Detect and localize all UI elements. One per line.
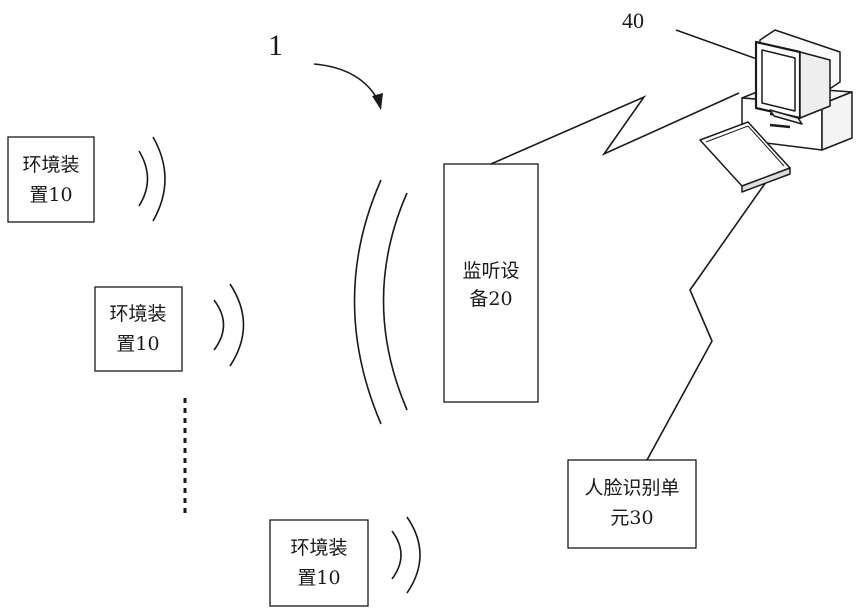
- signal-wave-icon: [230, 284, 244, 366]
- signal-wave-icon: [214, 300, 224, 350]
- computer-icon: [700, 30, 852, 192]
- reception-wave-icon: [384, 193, 408, 410]
- monitor-device: 监听设 备20: [444, 164, 538, 402]
- environment-device-2: 环境装 置10: [95, 284, 244, 371]
- face-recognition-box: [568, 460, 696, 548]
- environment-device-label-line2: 置10: [29, 184, 72, 206]
- face-recognition-label-line1: 人脸识别单: [584, 477, 679, 499]
- environment-device-label-line2: 置10: [116, 333, 159, 355]
- signal-wave-icon: [153, 137, 165, 221]
- system-ref-label: 1: [268, 29, 283, 62]
- face-recognition-unit: 人脸识别单 元30: [568, 460, 696, 548]
- monitor-device-box: [444, 164, 538, 402]
- signal-wave-icon: [139, 151, 148, 206]
- environment-device-label-line1: 环境装: [109, 303, 166, 325]
- computer-ref-leader: [676, 30, 768, 63]
- face-recognition-label-line2: 元30: [610, 507, 653, 529]
- monitor-device-label-line2: 备20: [469, 288, 512, 310]
- environment-device-3: 环境装 置10: [270, 517, 420, 606]
- environment-device-box: [270, 520, 368, 606]
- computer-ref-label: 40: [622, 8, 644, 33]
- environment-device-label-line1: 环境装: [22, 154, 79, 176]
- wireless-link-monitor-computer: [491, 93, 739, 164]
- system-ref-arrowhead: [372, 93, 383, 110]
- reception-wave-icon: [355, 180, 382, 424]
- signal-wave-icon: [392, 531, 401, 579]
- environment-device-label-line2: 置10: [297, 567, 340, 589]
- environment-device-label-line1: 环境装: [290, 537, 347, 559]
- wireless-link-computer-face: [647, 182, 766, 460]
- signal-wave-icon: [407, 517, 420, 593]
- system-ref-arrow: [314, 64, 378, 100]
- environment-device-box: [8, 137, 94, 222]
- environment-device-1: 环境装 置10: [8, 137, 165, 222]
- environment-device-box: [95, 287, 182, 371]
- monitor-device-label-line1: 监听设: [462, 260, 519, 282]
